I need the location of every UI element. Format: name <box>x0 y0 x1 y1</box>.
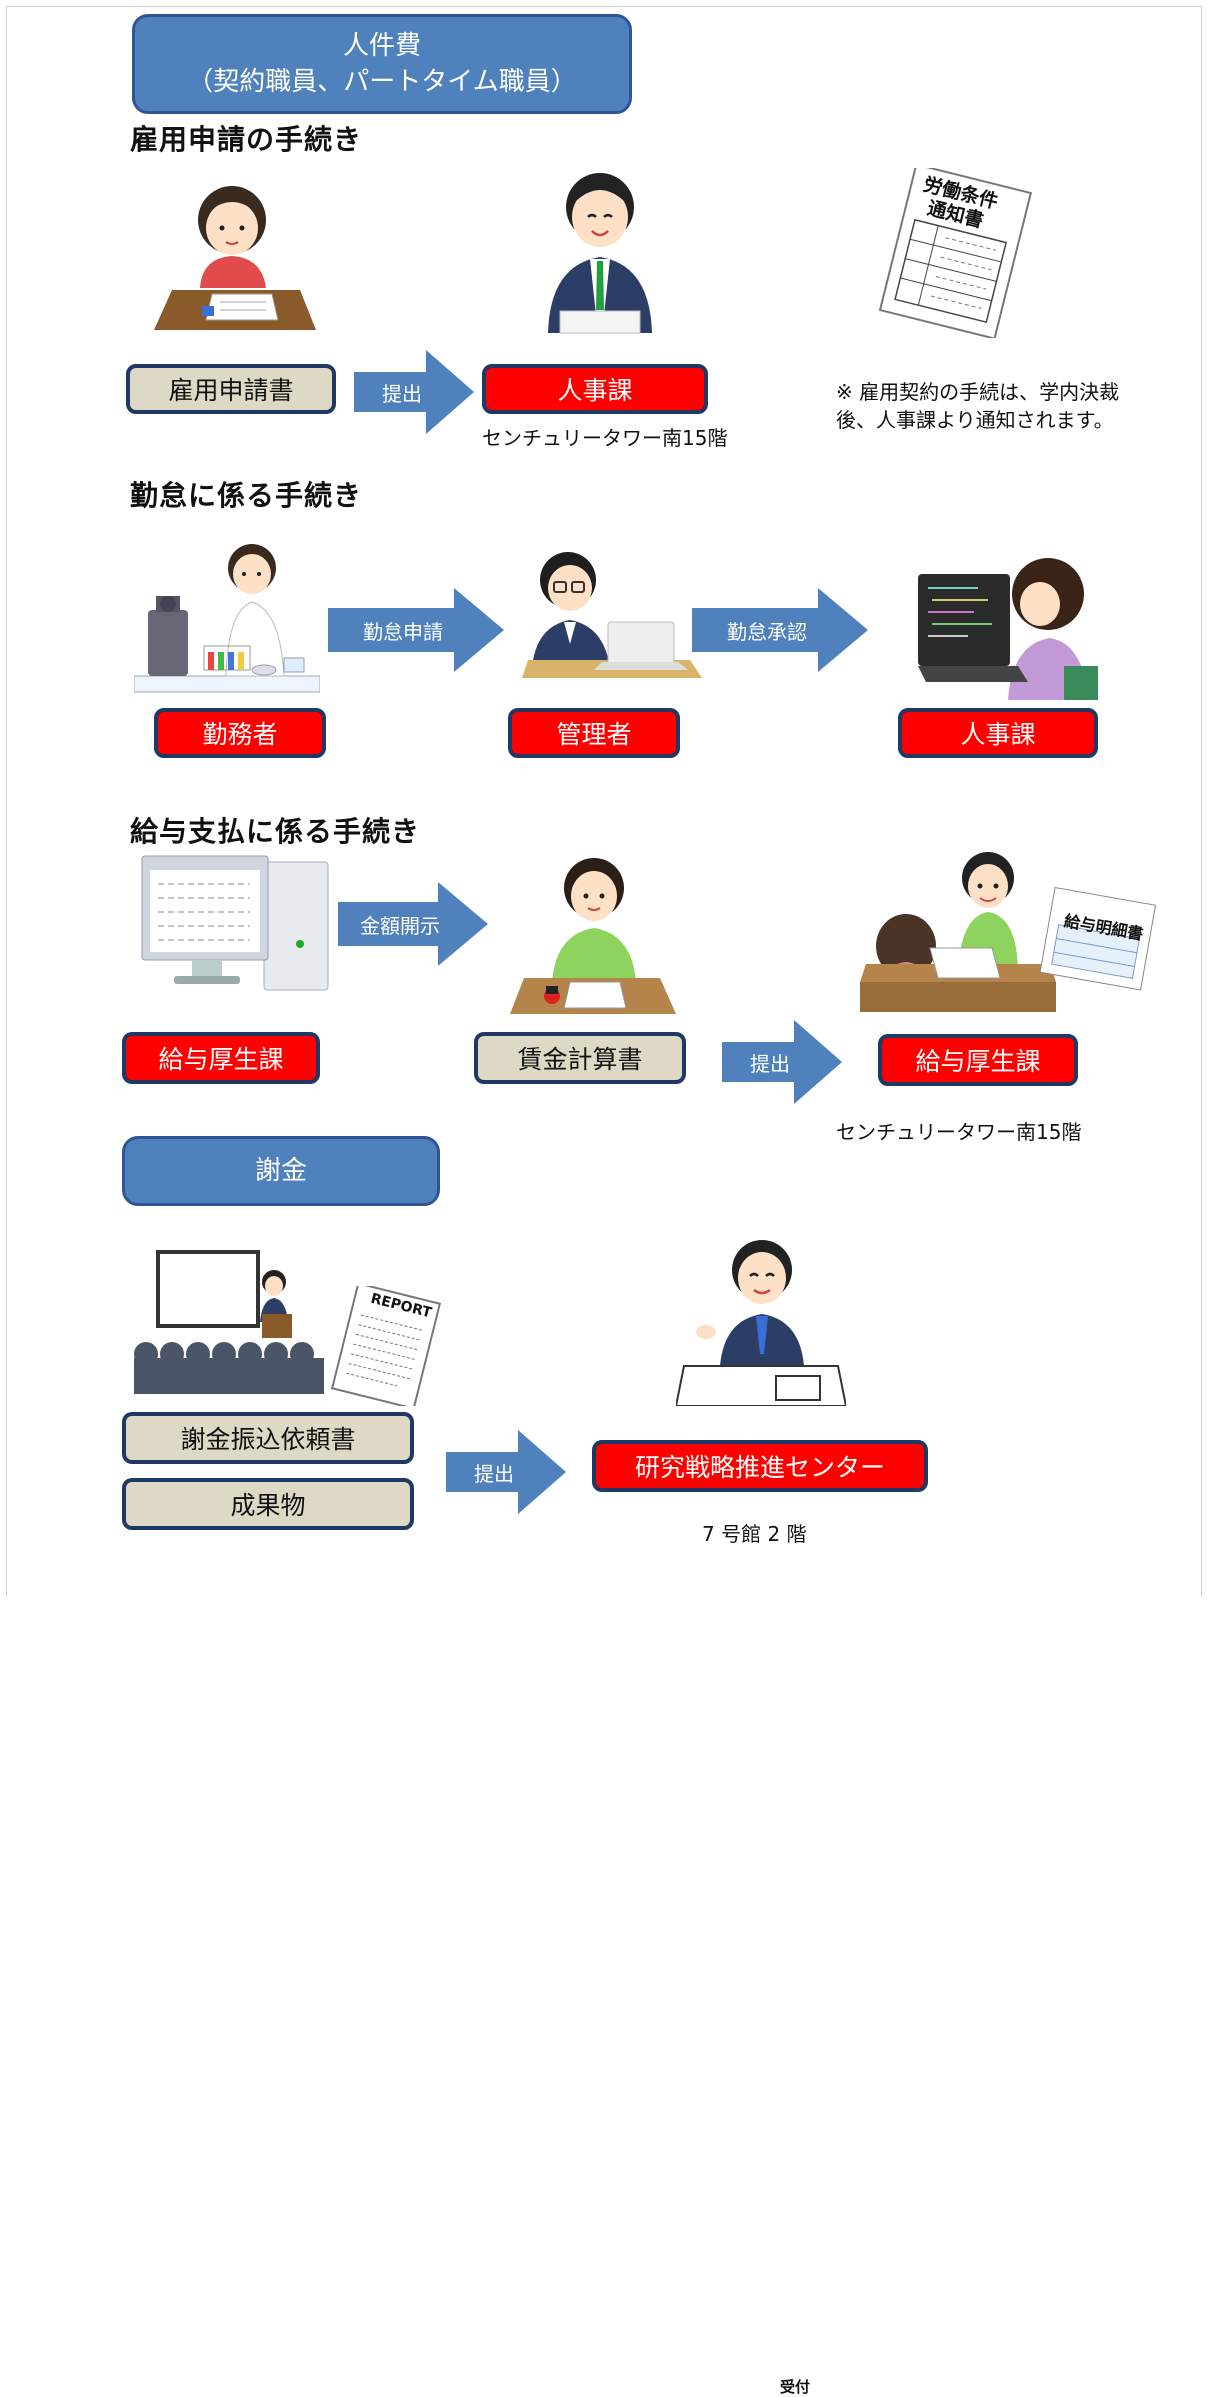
attendance-hr-box: 人事課 <box>898 708 1098 758</box>
attendance-worker-box: 勤務者 <box>154 708 326 758</box>
reception-staff-illustration: 受付 <box>676 1236 846 2396</box>
page-frame <box>6 6 1202 1597</box>
attendance-request-arrow: 勤怠申請 <box>328 588 504 672</box>
honorarium-heading-box: 謝金 <box>122 1136 440 1206</box>
lecture-illustration <box>134 1246 324 1396</box>
attendance-approval-arrow-label: 勤怠承認 <box>727 619 807 644</box>
wage-calculation-box: 賃金計算書 <box>474 1032 686 1084</box>
attendance-manager-box: 管理者 <box>508 708 680 758</box>
employment-hr-location: センチュリータワー南15階 <box>482 426 728 450</box>
attendance-hr-label: 人事課 <box>960 720 1036 749</box>
payroll-submit-arrow-label: 提出 <box>750 1051 790 1076</box>
hr-staff-man-illustration <box>540 165 660 340</box>
reception-sign: 受付 <box>780 2378 811 2396</box>
attendance-manager-label: 管理者 <box>556 720 632 749</box>
payroll-heading: 給与支払に係る手続き <box>130 815 421 848</box>
employment-notice-document-illustration: 労働条件 通知書 <box>858 168 1048 338</box>
amount-disclosure-arrow-label: 金額開示 <box>360 913 440 938</box>
honorarium-heading-label: 謝金 <box>254 1156 307 1186</box>
attendance-approval-arrow: 勤怠承認 <box>692 588 868 672</box>
honorarium-form-label: 謝金振込依頼書 <box>180 1425 356 1454</box>
hr-staff-at-computer-illustration <box>918 558 1098 700</box>
attendance-heading: 勤怠に係る手続き <box>130 479 363 512</box>
honorarium-submit-arrow-label: 提出 <box>474 1461 514 1486</box>
title-box: 人件費 （契約職員、パートタイム職員） <box>132 14 632 114</box>
employment-heading: 雇用申請の手続き <box>130 123 363 156</box>
employment-application-form-label: 雇用申請書 <box>168 376 294 405</box>
wage-calculation-label: 賃金計算書 <box>517 1045 643 1074</box>
research-center-label: 研究戦略推進センター <box>634 1453 885 1482</box>
employment-application-form-box: 雇用申請書 <box>126 364 336 414</box>
attendance-worker-label: 勤務者 <box>202 720 278 749</box>
employment-submit-arrow: 提出 <box>354 350 474 434</box>
employment-note-line2: 後、人事課より通知されます。 <box>836 408 1114 432</box>
employment-note: ※ 雇用契約の手続は、学内決裁 後、人事課より通知されます。 <box>836 378 1119 434</box>
consultation-illustration: 給与明細書 <box>860 852 1160 1022</box>
payroll-dest-label: 給与厚生課 <box>915 1047 1041 1076</box>
woman-stamping-illustration <box>510 854 676 1022</box>
honorarium-form-box: 謝金振込依頼書 <box>122 1412 414 1464</box>
amount-disclosure-arrow: 金額開示 <box>338 882 488 966</box>
research-center-location: 7 号館 2 階 <box>702 1522 807 1546</box>
title-line2: （契約職員、パートタイム職員） <box>187 67 577 97</box>
deliverables-label: 成果物 <box>230 1491 306 1520</box>
woman-writing-illustration <box>150 170 320 340</box>
payroll-submit-arrow: 提出 <box>722 1020 842 1104</box>
research-center-box: 研究戦略推進センター <box>592 1440 928 1492</box>
payroll-dest-box: 給与厚生課 <box>878 1034 1078 1086</box>
employment-submit-arrow-label: 提出 <box>382 381 422 406</box>
employment-note-line1: ※ 雇用契約の手続は、学内決裁 <box>836 380 1120 404</box>
report-document-illustration: REPORT <box>326 1286 446 1406</box>
attendance-request-arrow-label: 勤怠申請 <box>363 619 443 644</box>
manager-illustration <box>518 548 702 688</box>
honorarium-submit-arrow: 提出 <box>446 1430 566 1514</box>
deliverables-box: 成果物 <box>122 1478 414 1530</box>
employment-hr-box: 人事課 <box>482 364 708 414</box>
lab-worker-illustration <box>134 540 320 695</box>
payroll-source-box: 給与厚生課 <box>122 1032 320 1084</box>
payroll-source-label: 給与厚生課 <box>158 1045 284 1074</box>
title-line1: 人件費 <box>342 31 421 61</box>
payroll-dest-location: センチュリータワー南15階 <box>836 1120 1082 1144</box>
employment-hr-label: 人事課 <box>557 376 633 405</box>
computer-illustration <box>140 854 330 994</box>
